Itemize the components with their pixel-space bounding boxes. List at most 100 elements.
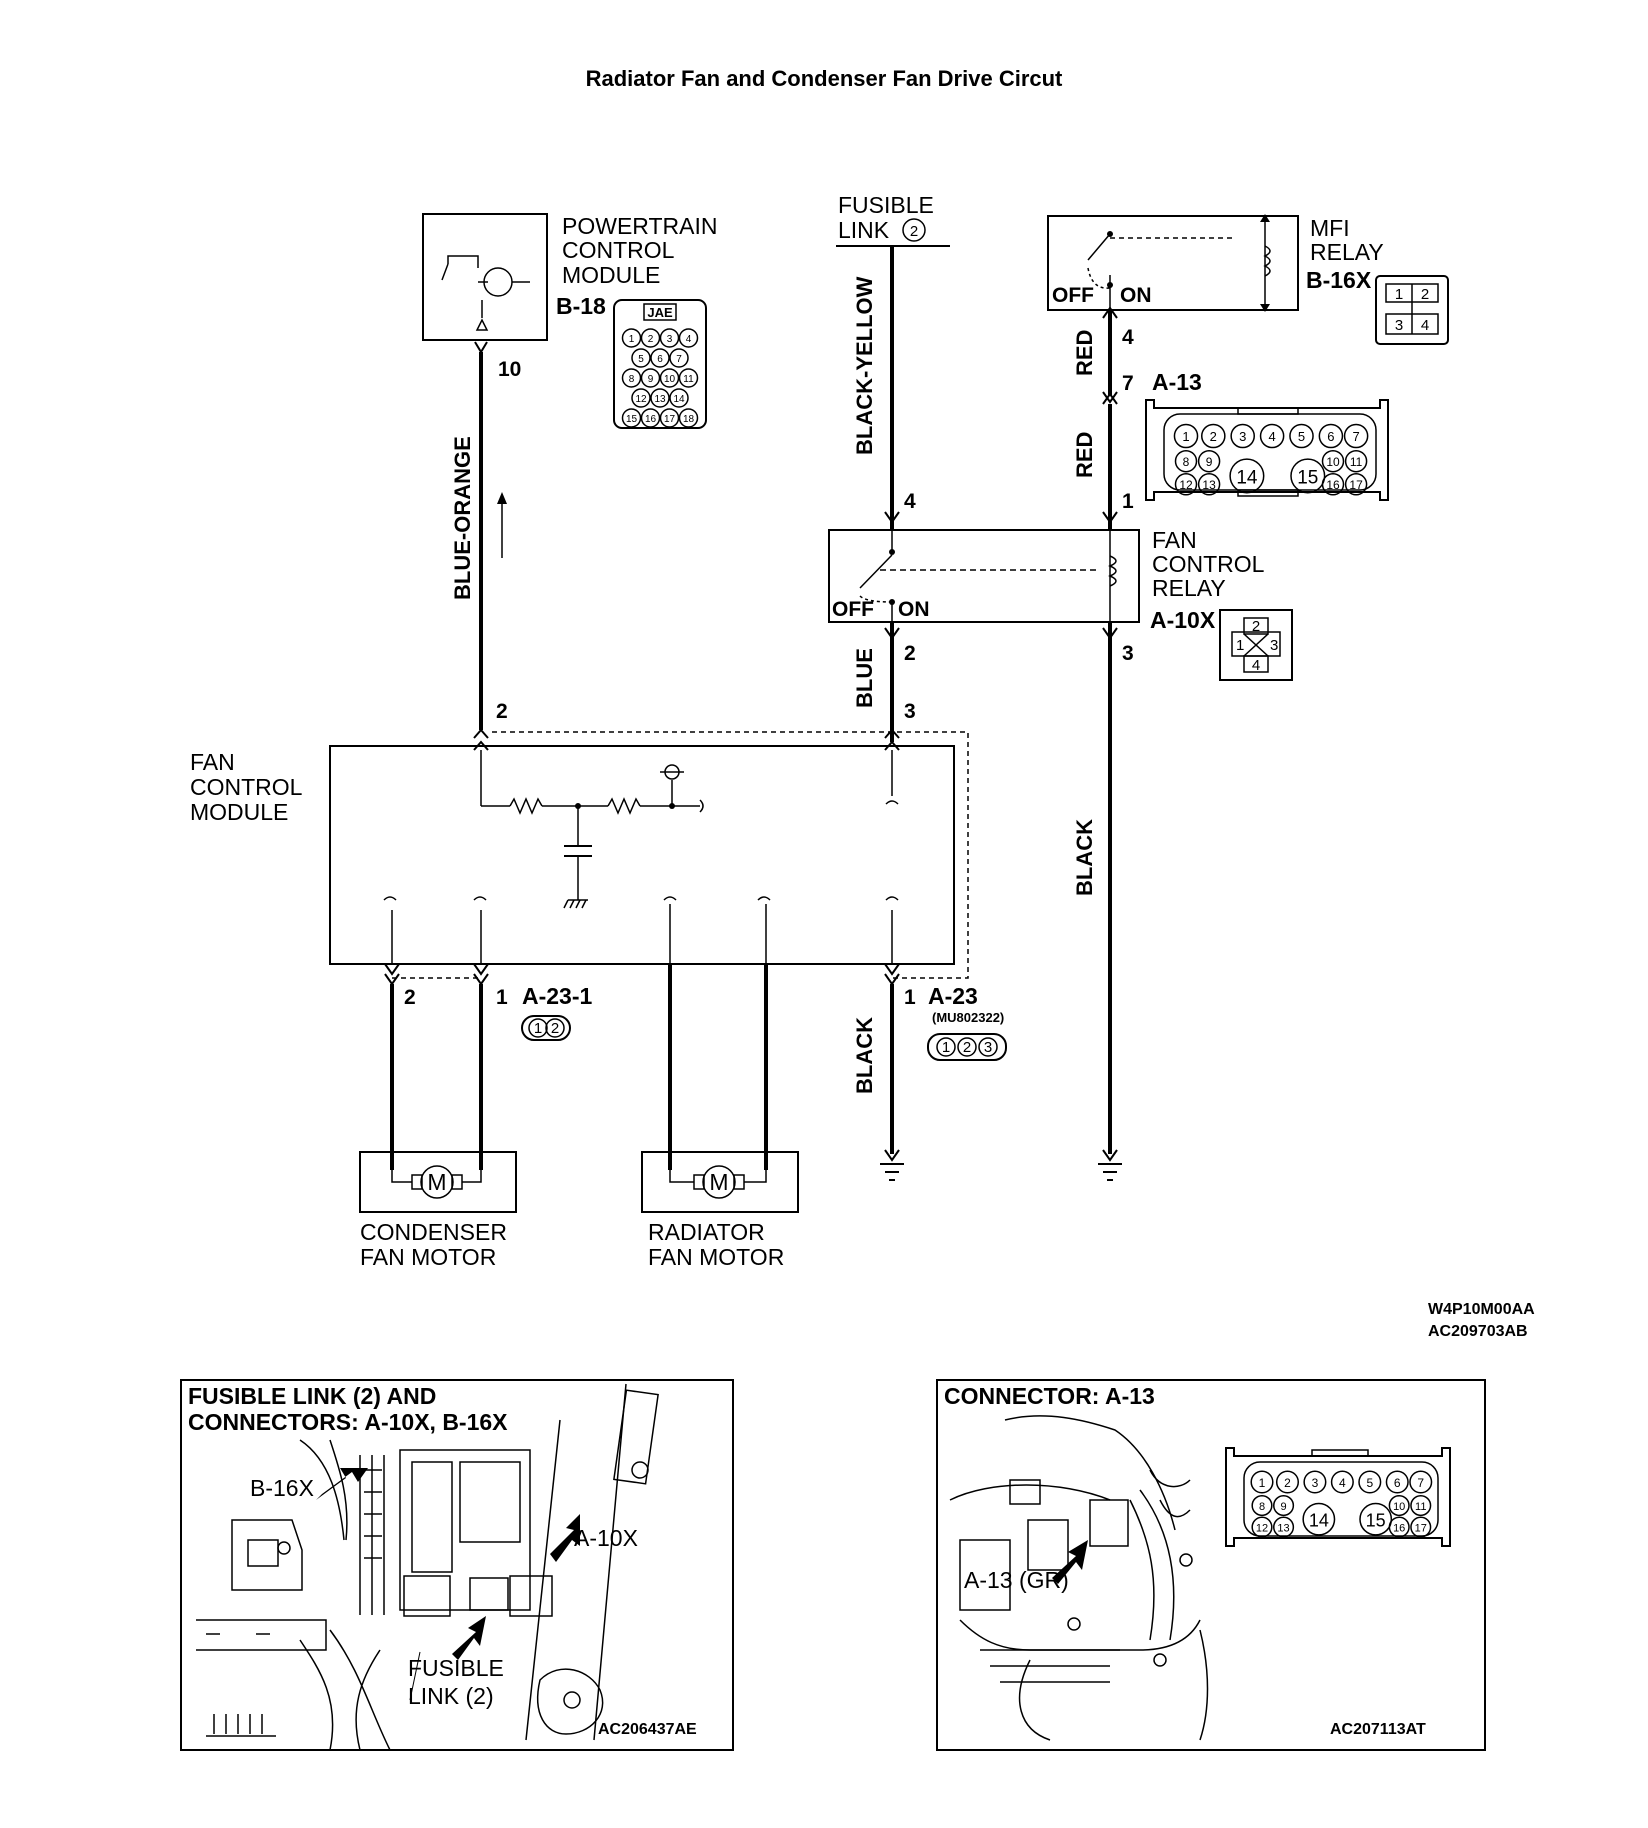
a13-inset-pin-6: 6 <box>1385 1470 1409 1494</box>
pcm-pin-10-terminal <box>474 341 488 354</box>
diagram-ref: AC209703AB <box>1428 1323 1528 1340</box>
a231-connector-id: A-23-1 <box>522 983 593 1009</box>
mfi-relay-label-1: MFI <box>1310 215 1350 241</box>
svg-text:16: 16 <box>1393 1522 1405 1534</box>
inset-left-callout-fl-1: FUSIBLE <box>408 1655 504 1681</box>
svg-text:2: 2 <box>1210 429 1217 444</box>
a13-pin-4: 4 <box>1259 423 1285 449</box>
a13-pin-15: 15 <box>1290 458 1326 494</box>
fcm-pin-2: 2 <box>496 700 508 723</box>
svg-text:15: 15 <box>1366 1510 1386 1530</box>
a13-pin-7-terminal <box>1102 391 1118 405</box>
svg-text:9: 9 <box>648 374 654 385</box>
fcm-block <box>329 728 969 986</box>
svg-text:17: 17 <box>1349 478 1363 492</box>
wire-label-red-upper: RED <box>1072 330 1097 376</box>
a13-inset-pin-8: 8 <box>1251 1494 1273 1517</box>
inset-right-code: AC207113AT <box>1330 1721 1426 1738</box>
pcm-pin-10: 10 <box>498 358 521 381</box>
fcr-pin-1: 1 <box>1122 490 1134 513</box>
svg-text:5: 5 <box>638 354 644 365</box>
svg-text:15: 15 <box>626 414 638 425</box>
svg-text:8: 8 <box>629 374 635 385</box>
fan-relay-block <box>828 529 1140 623</box>
a10x-pin-2: 2 <box>1252 618 1260 635</box>
svg-text:8: 8 <box>1259 1501 1265 1513</box>
a13-inset-pin-7: 7 <box>1409 1470 1433 1494</box>
a13-connector-id: A-13 <box>1152 369 1202 395</box>
b18-pin-12: 12 <box>631 388 651 408</box>
fan-relay-label-2: CONTROL <box>1152 551 1265 577</box>
inset-left <box>180 1379 734 1751</box>
pcm-block <box>422 213 548 341</box>
svg-text:17: 17 <box>1415 1522 1427 1534</box>
svg-text:4: 4 <box>1268 429 1275 444</box>
b18-pin-3: 3 <box>659 328 680 348</box>
fcm-label-2: CONTROL <box>190 774 303 800</box>
b18-pin-17: 17 <box>659 408 680 428</box>
b16x-pin-1: 1 <box>1395 286 1403 303</box>
svg-text:14: 14 <box>1236 467 1258 488</box>
a231-pin-2: 2 <box>404 986 416 1009</box>
fcr-pin-4: 4 <box>904 490 916 513</box>
a13-inset-pin-11: 11 <box>1410 1494 1432 1517</box>
a13-pin-5: 5 <box>1289 423 1314 449</box>
svg-text:11: 11 <box>683 374 694 385</box>
b18-tag: JAE <box>647 305 673 320</box>
a13-pin-11: 11 <box>1344 449 1368 473</box>
svg-text:3: 3 <box>1239 429 1246 444</box>
a13-pin-13: 13 <box>1197 473 1221 496</box>
mfi-relay-connector-id: B-16X <box>1306 267 1372 293</box>
pcm-connector-id: B-18 <box>556 293 606 319</box>
ground-right-terminal <box>1102 1149 1118 1162</box>
fcm-label-3: MODULE <box>190 799 288 825</box>
b18-pin-4: 4 <box>678 328 699 348</box>
svg-text:14: 14 <box>1309 1510 1329 1530</box>
wire-label-black-left: BLACK <box>852 1017 877 1094</box>
a10x-pin-4: 4 <box>1252 657 1260 674</box>
b18-pin-15: 15 <box>621 408 642 428</box>
fcr-pin-3: 3 <box>1122 642 1134 665</box>
svg-text:12: 12 <box>1179 478 1193 492</box>
b18-pin-18: 18 <box>678 408 699 428</box>
b16x-pin-3: 3 <box>1395 317 1403 334</box>
fcr-pin-2: 2 <box>904 642 916 665</box>
svg-text:12: 12 <box>1256 1522 1268 1534</box>
a231-connector-face: 1 2 <box>521 1015 571 1041</box>
a13-pin-3: 3 <box>1230 423 1255 449</box>
wire-label-blue: BLUE <box>852 648 877 708</box>
a13-pin-7: 7 <box>1122 372 1134 395</box>
ground-left-terminal <box>884 1149 900 1162</box>
b18-pin-5: 5 <box>631 348 651 368</box>
svg-text:7: 7 <box>1417 1476 1424 1490</box>
inset-right-callout: A-13 (GR) <box>964 1567 1069 1593</box>
svg-text:4: 4 <box>686 334 692 345</box>
b18-pin-6: 6 <box>650 348 670 368</box>
a13-inset-pin-3: 3 <box>1303 1470 1327 1494</box>
svg-text:5: 5 <box>1298 429 1305 444</box>
a23-part-number: (MU802322) <box>932 1010 1004 1025</box>
svg-text:5: 5 <box>1366 1476 1373 1490</box>
svg-text:7: 7 <box>1352 429 1359 444</box>
a13-pin-17: 17 <box>1344 473 1368 496</box>
b16x-pin-2: 2 <box>1421 286 1429 303</box>
page-title: Radiator Fan and Condenser Fan Drive Cir… <box>586 66 1063 91</box>
svg-text:2: 2 <box>648 334 654 345</box>
svg-text:4: 4 <box>1339 1476 1346 1490</box>
pcm-label-3: MODULE <box>562 262 660 288</box>
svg-text:9: 9 <box>1206 455 1213 469</box>
fan-relay-label-3: RELAY <box>1152 575 1226 601</box>
b16x-pin-4: 4 <box>1421 317 1429 334</box>
b18-pin-11: 11 <box>678 368 699 388</box>
fcr-pin-4-terminal <box>884 511 900 524</box>
a13-inset-pin-16: 16 <box>1388 1516 1410 1538</box>
inset-left-title-2: CONNECTORS: A-10X, B-16X <box>188 1409 508 1435</box>
svg-text:10: 10 <box>1326 455 1340 469</box>
svg-text:14: 14 <box>673 394 685 405</box>
svg-text:11: 11 <box>1415 1501 1426 1513</box>
a13-inset-pin-1: 1 <box>1250 1470 1274 1494</box>
inset-right-title: CONNECTOR: A-13 <box>944 1383 1155 1409</box>
